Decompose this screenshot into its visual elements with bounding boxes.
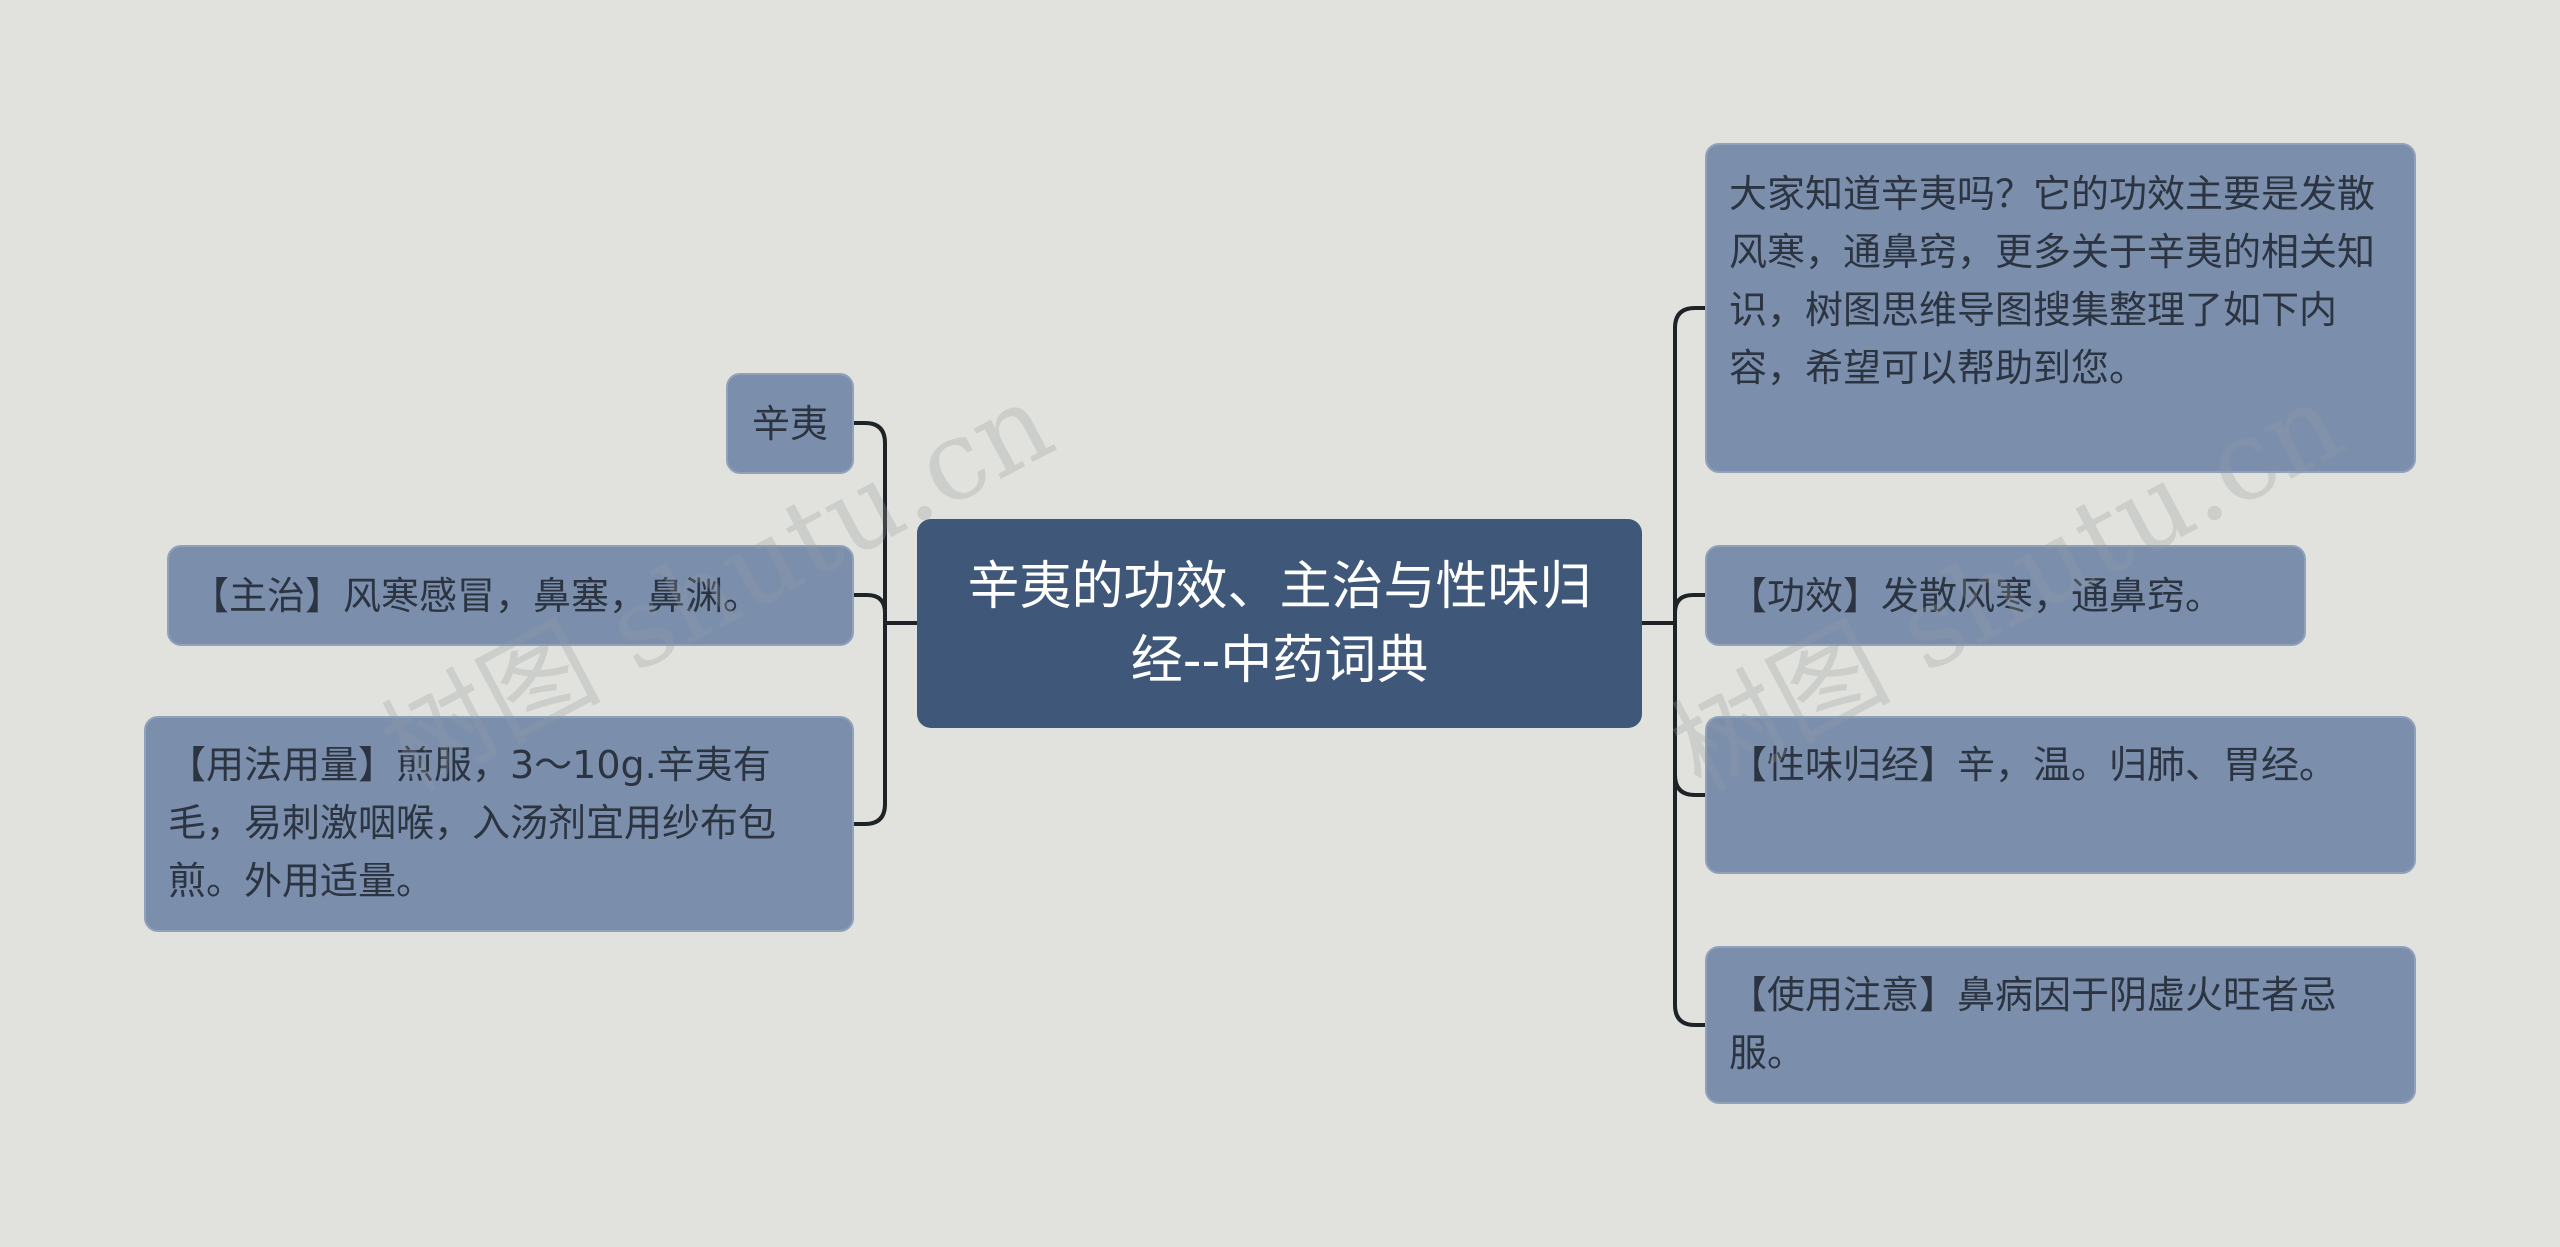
root-node[interactable]: 辛夷的功效、主治与性味归经--中药词典 [917,519,1642,728]
right-node-nature-meridian-text: 【性味归经】辛，温。归肺、胃经。 [1729,743,2338,787]
right-node-introduction[interactable]: 大家知道辛夷吗？它的功效主要是发散风寒，通鼻窍，更多关于辛夷的相关知识，树图思维… [1705,143,2416,473]
root-node-text: 辛夷的功效、主治与性味归经--中药词典 [967,556,1592,691]
connector-left-xinyi [852,421,887,625]
right-node-efficacy[interactable]: 【功效】发散风寒，通鼻窍。 [1705,545,2306,646]
right-node-precautions-text: 【使用注意】鼻病因于阴虚火旺者忌服。 [1729,973,2338,1075]
connector-right-xingwei [1673,621,1707,797]
left-node-indications[interactable]: 【主治】风寒感冒，鼻塞，鼻渊。 [167,545,854,646]
left-node-xinyi[interactable]: 辛夷 [726,373,854,474]
connector-right-gongxiao [1673,593,1707,625]
left-node-xinyi-text: 辛夷 [751,401,828,446]
right-node-introduction-text: 大家知道辛夷吗？它的功效主要是发散风寒，通鼻窍，更多关于辛夷的相关知识，树图思维… [1729,172,2376,390]
connector-right-zhuyi [1673,621,1707,1027]
left-node-usage-dosage[interactable]: 【用法用量】煎服，3～10g.辛夷有毛，易刺激咽喉，入汤剂宜用纱布包煎。外用适量… [144,716,854,932]
left-node-usage-dosage-text: 【用法用量】煎服，3～10g.辛夷有毛，易刺激咽喉，入汤剂宜用纱布包煎。外用适量… [168,743,777,903]
connector-left-yongfa [852,621,887,826]
right-node-precautions[interactable]: 【使用注意】鼻病因于阴虚火旺者忌服。 [1705,946,2416,1104]
right-node-efficacy-text: 【功效】发散风寒，通鼻窍。 [1729,573,2224,618]
right-node-nature-meridian[interactable]: 【性味归经】辛，温。归肺、胃经。 [1705,716,2416,874]
connector-left-zhuzhi [852,593,887,625]
left-node-indications-text: 【主治】风寒感冒，鼻塞，鼻渊。 [191,573,762,618]
connector-right-intro [1673,306,1707,625]
